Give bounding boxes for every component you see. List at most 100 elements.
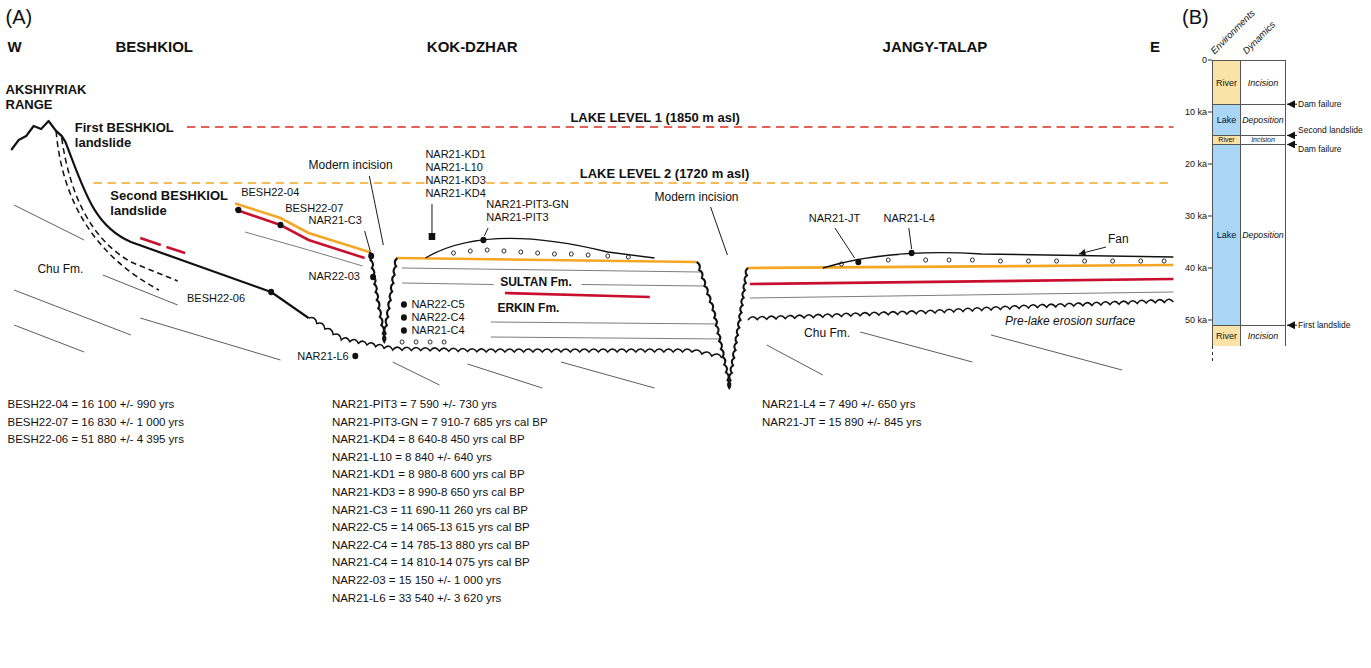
label-holder: First landslide [1298, 320, 1350, 330]
sample-id: NAR22-03 [309, 270, 360, 283]
cell-text: Deposition [1242, 115, 1283, 125]
gravel-clast [1162, 259, 1166, 263]
label-holder: ERKIN Fm. [497, 301, 559, 315]
dynamics-cell: Incision [1240, 135, 1286, 144]
landslide-label: First BESHKIOL landslide [75, 120, 187, 151]
site-name: JANGY-TALAP [883, 38, 988, 56]
leader-line [431, 204, 432, 233]
red-marker-horizon [505, 293, 650, 297]
label-holder: E [1150, 38, 1160, 56]
label-holder: NAR22-C5 [411, 298, 464, 311]
range-name: AKSHIYRIAK RANGE [6, 82, 98, 113]
sample-id: NAR21-PIT3-GN [486, 198, 569, 211]
gravel-clast [1027, 259, 1031, 263]
label-holder: NAR21-PIT3 = 7 590 +/- 730 yrs [332, 398, 497, 412]
bedding-line [14, 290, 131, 335]
label-holder: NAR21-JT = 15 890 +/- 845 yrs [762, 416, 922, 430]
axis-label: 0 [1202, 55, 1207, 66]
gravel-clast [552, 252, 556, 256]
panel-letter: (A) [6, 6, 33, 30]
bedding-lines [14, 205, 1122, 388]
age-entry: NAR21-L6 = 33 540 +/- 3 620 yrs [332, 592, 501, 606]
gravel-clast [1139, 259, 1143, 263]
incision-wall [697, 262, 748, 388]
label-holder: NAR22-C5 = 14 065-13 615 yrs cal BP [332, 521, 530, 535]
sample-id: BESH22-06 [187, 292, 245, 305]
bedding-line [14, 205, 84, 240]
label-holder: BESH22-04 = 16 100 +/- 990 yrs [8, 398, 175, 412]
gravel-clast [1111, 259, 1115, 263]
label-holder: NAR21-L4 = 7 490 +/- 650 yrs [762, 398, 915, 412]
surface-label: Pre-lake erosion surface [1005, 314, 1135, 328]
cell-text: River [1216, 78, 1237, 88]
label-holder: Modern incision [655, 190, 739, 204]
environment-cell: Lake [1212, 144, 1240, 325]
lake-level-label: LAKE LEVEL 2 (1720 m asl) [580, 166, 750, 181]
label-holder: (A) [6, 6, 33, 30]
gravel-clast [485, 248, 489, 252]
timeline-furniture [1208, 60, 1297, 364]
gravel-clast [569, 252, 573, 256]
event-arrow [1287, 104, 1297, 105]
orange-top-surface [234, 203, 370, 252]
label-holder: NAR21-PIT3 [486, 211, 548, 224]
age-entry: NAR21-KD4 = 8 640-8 450 yrs cal BP [332, 433, 525, 447]
label-holder: BESH22-06 [187, 292, 245, 305]
label-holder: NAR21-PIT3-GN = 7 910-7 685 yrs cal BP [332, 416, 548, 430]
leader-line [909, 228, 912, 249]
label-holder: NAR21-L10 = 8 840 +/- 640 yrs [332, 451, 492, 465]
age-entry: BESH22-04 = 16 100 +/- 990 yrs [8, 398, 175, 412]
gravel-clast [998, 259, 1002, 263]
sample-id: NAR21-L10 [425, 161, 482, 174]
bedding-line [393, 362, 440, 385]
label-holder: W [8, 38, 22, 56]
label-holder: Dam failure [1298, 144, 1341, 154]
layer-line [402, 268, 700, 272]
sample-id: NAR21-PIT3 [486, 211, 548, 224]
leader-line [711, 207, 728, 255]
gravel-clast [970, 258, 974, 262]
label-holder: Second landslide [1298, 125, 1363, 135]
label-holder: NAR21-L4 [884, 212, 935, 225]
section-group [11, 121, 1173, 388]
age-entry: NAR21-L10 = 8 840 +/- 640 yrs [332, 451, 492, 465]
label-holder: NAR21-L10 [425, 161, 482, 174]
formation-name: ERKIN Fm. [497, 301, 559, 315]
gravel-clast [502, 249, 506, 253]
sample-dot [268, 289, 274, 295]
gravel-clast [886, 258, 890, 262]
gravel-clast [468, 249, 472, 253]
sample-dot [909, 250, 915, 256]
sample-id: NAR21-KD3 [425, 174, 486, 187]
label-holder: LAKE LEVEL 1 (1850 m asl) [570, 110, 740, 125]
gravel-clast [428, 340, 432, 344]
sample-dot [401, 301, 407, 307]
sample-id: NAR21-L6 [297, 350, 348, 363]
red-marker-horizon [234, 209, 365, 258]
fan-arrow [1079, 247, 1106, 254]
label-holder: Chu Fm. [37, 262, 83, 276]
label-holder: NAR21-PIT3-GN [486, 198, 569, 211]
label-holder: NAR21-KD3 [425, 174, 486, 187]
label-holder: BESH22-04 [241, 186, 299, 199]
cell-text: Incision [1251, 136, 1275, 144]
orange-top-surface [397, 258, 696, 262]
label-holder: 0 [1202, 55, 1207, 66]
sample-id: BESH22-04 [241, 186, 299, 199]
label-holder: NAR22-C4 [411, 311, 464, 324]
label-holder: NAR21-KD1 = 8 980-8 600 yrs cal BP [332, 468, 525, 482]
incision-label: Modern incision [309, 158, 393, 172]
incision-label: Modern incision [655, 190, 739, 204]
gravel-clast [626, 255, 630, 259]
environment-cell: Lake [1212, 104, 1240, 135]
event-arrow [1287, 144, 1297, 145]
erosion-surface [309, 317, 722, 358]
label-holder: NAR21-L6 = 33 540 +/- 3 620 yrs [332, 592, 501, 606]
direction-label: W [8, 38, 22, 56]
label-holder: BESH22-06 = 51 880 +/- 4 395 yrs [8, 433, 184, 447]
layer-lines [402, 268, 721, 339]
layer-line [750, 292, 1174, 298]
gravel-clast [442, 340, 446, 344]
